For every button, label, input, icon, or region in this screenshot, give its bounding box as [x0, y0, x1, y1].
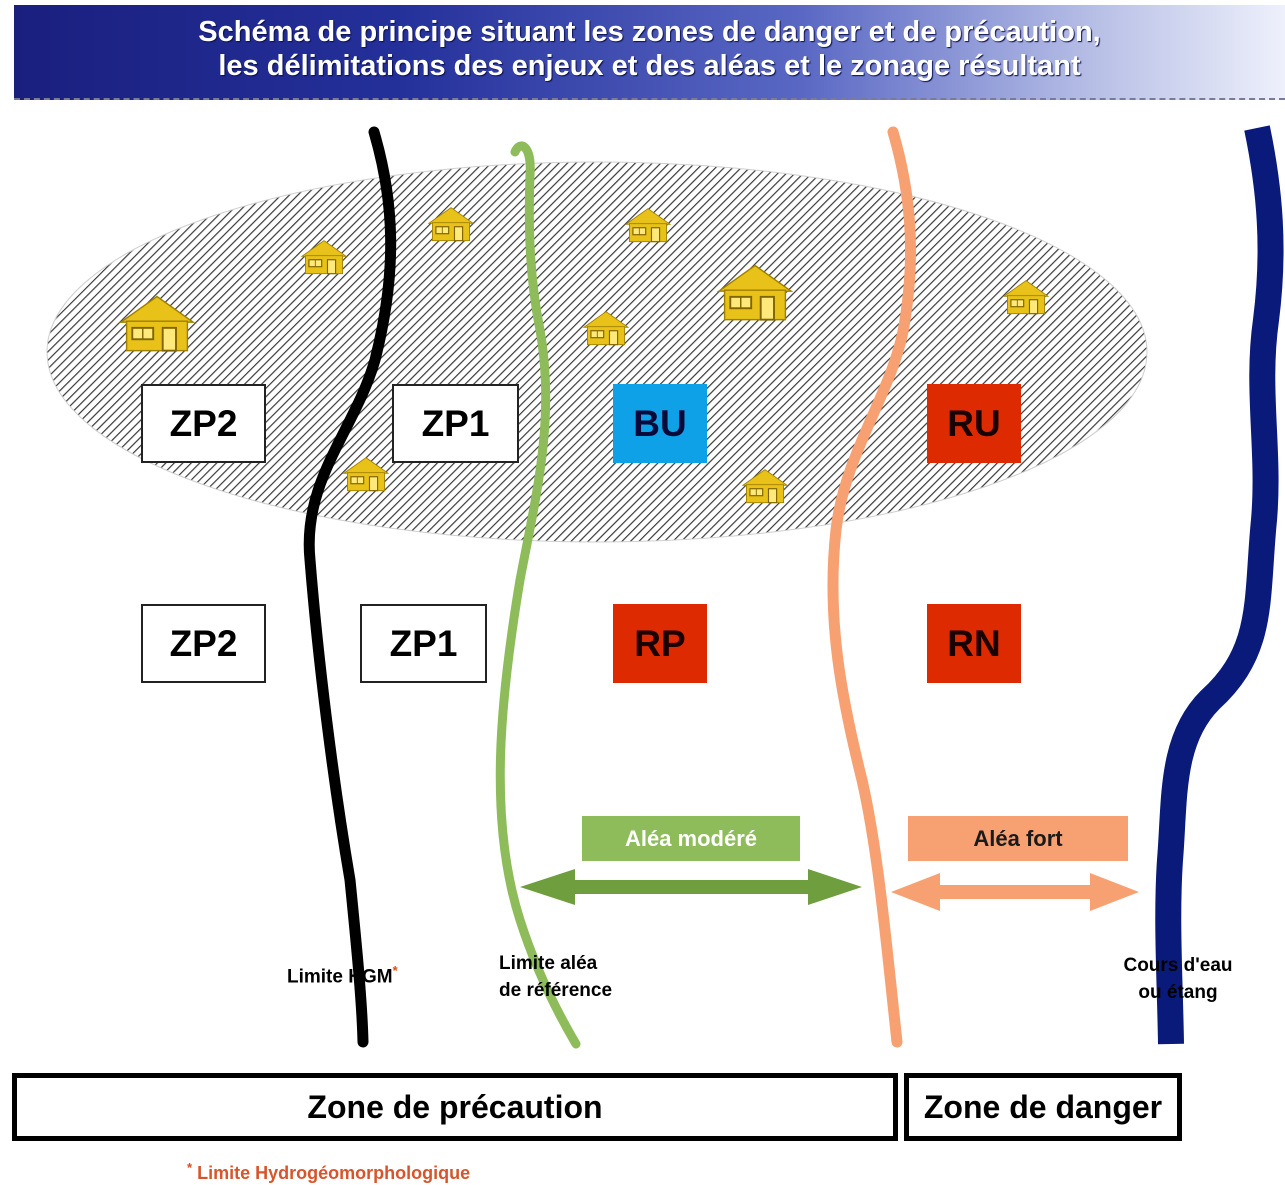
footnote-asterisk: * — [187, 1160, 193, 1175]
hgm-limit-text: Limite HGM — [287, 966, 393, 988]
water-body-line2: ou étang — [1138, 982, 1218, 1003]
moderate-hazard-arrow — [520, 869, 862, 905]
footnote: * Limite Hydrogéomorphologique — [187, 1160, 470, 1184]
zone-zp1-upper: ZP1 — [392, 384, 519, 463]
water-body-line — [1155, 125, 1284, 1045]
footnote-text: Limite Hydrogéomorphologique — [197, 1163, 471, 1183]
strong-hazard-limit-line — [827, 126, 917, 1048]
water-body-label: Cours d'eau ou étang — [1108, 952, 1248, 1006]
zone-bu: BU — [613, 384, 707, 463]
zone-zp2-upper: ZP2 — [141, 384, 266, 463]
precaution-zone-box: Zone de précaution — [12, 1073, 898, 1141]
built-up-area-ellipse — [46, 161, 1148, 543]
reference-limit-line — [495, 141, 581, 1049]
zone-rp: RP — [613, 604, 707, 683]
title-line-2: les délimitations des enjeux et des aléa… — [218, 50, 1081, 82]
title-banner: Schéma de principe situant les zones de … — [14, 5, 1285, 100]
zone-zp2-lower: ZP2 — [141, 604, 266, 683]
moderate-hazard-label: Aléa modéré — [582, 816, 800, 861]
title-line-1: Schéma de principe situant les zones de … — [198, 16, 1101, 48]
zone-rn: RN — [927, 604, 1021, 683]
zone-ru: RU — [927, 384, 1021, 463]
hgm-limit-label: Limite HGM* — [287, 957, 398, 990]
danger-zone-box: Zone de danger — [904, 1073, 1182, 1141]
reference-limit-line1: Limite aléa — [499, 953, 598, 974]
zone-zp1-lower: ZP1 — [360, 604, 487, 683]
reference-limit-line2: de référence — [499, 980, 613, 1001]
strong-hazard-arrow — [891, 873, 1139, 911]
hgm-limit-line — [303, 126, 397, 1048]
reference-limit-label: Limite aléa de référence — [499, 950, 612, 1004]
water-body-line1: Cours d'eau — [1123, 955, 1233, 976]
hgm-asterisk: * — [392, 963, 398, 978]
strong-hazard-label: Aléa fort — [908, 816, 1128, 861]
